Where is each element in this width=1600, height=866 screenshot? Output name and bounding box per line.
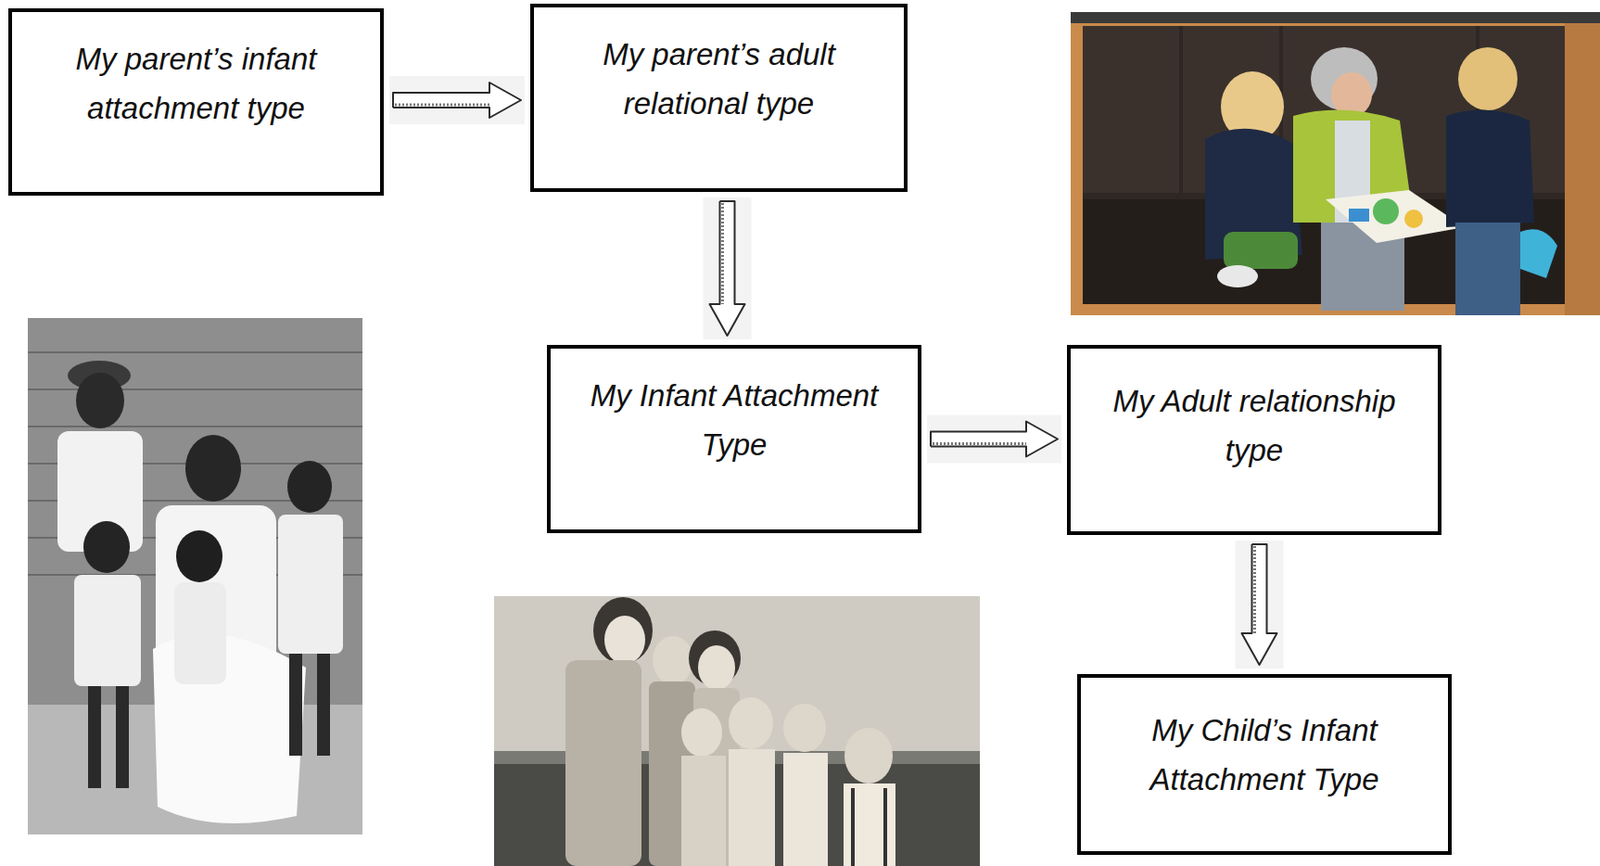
box-label: My parent’s infant attachment type	[12, 34, 381, 134]
photo-shape	[1564, 23, 1600, 316]
photo-shape	[681, 708, 723, 757]
arrow-backdrop	[703, 197, 752, 340]
photo-shape	[1455, 222, 1521, 316]
photo-shape	[76, 372, 125, 429]
photo-shape	[883, 787, 888, 866]
block-arrow	[393, 82, 521, 118]
photo-shape	[289, 653, 303, 756]
photo-shape	[1446, 110, 1535, 228]
process-box: My Adult relationship type	[1066, 344, 1442, 535]
photo-shape	[278, 514, 343, 654]
photo-shape	[1082, 25, 1180, 193]
box-label: My parent’s adult relational type	[533, 29, 904, 129]
photo-shape	[74, 574, 141, 686]
edge-group	[926, 415, 1062, 464]
box-label: My Child’s Infant Attachment Type	[1080, 705, 1448, 805]
photo-shape	[1372, 198, 1399, 225]
arrow-shading	[394, 103, 490, 107]
arrow-shading	[1253, 546, 1257, 634]
photo-shape	[27, 317, 363, 835]
photo-shape	[317, 653, 331, 756]
children-photo-bottom	[494, 596, 980, 866]
process-box: My parent’s infant attachment type	[8, 8, 384, 196]
photo-shape	[287, 460, 332, 513]
photo-shape	[1325, 190, 1465, 243]
photo-shape	[728, 749, 775, 866]
arrow-backdrop	[389, 76, 525, 125]
photo-shape	[1070, 12, 1600, 316]
photo-shape	[1458, 47, 1518, 111]
arrow-shading	[721, 203, 724, 305]
photo-shape	[185, 434, 242, 502]
photo-shape	[565, 660, 642, 866]
family-photo-left	[27, 317, 363, 835]
box-label: My Infant Attachment Type	[550, 370, 918, 470]
photo-shape	[1070, 12, 1600, 24]
photo-shape	[593, 596, 653, 664]
arrow-backdrop	[926, 415, 1062, 464]
photo-shape	[27, 425, 363, 428]
photo-shape	[115, 685, 129, 788]
photo-shape	[728, 697, 774, 750]
reading-photo	[1070, 12, 1600, 316]
process-box: My Infant Attachment Type	[546, 344, 922, 534]
arrow-shading	[932, 442, 1027, 445]
photo-shape	[844, 727, 893, 784]
block-arrow	[1242, 544, 1278, 665]
block-arrow	[710, 201, 746, 336]
photo-shape	[1348, 208, 1370, 222]
photo-shape	[176, 530, 223, 583]
photo-shape	[1520, 228, 1558, 279]
photo-shape	[698, 645, 736, 690]
block-arrow	[930, 421, 1058, 458]
photo-shape	[494, 596, 980, 866]
photo-shape	[1223, 231, 1298, 269]
photo-shape	[88, 685, 102, 788]
photo-shape	[850, 787, 855, 866]
photo-shape	[174, 582, 227, 685]
photo-shape	[604, 615, 646, 664]
photo-shape	[83, 520, 130, 573]
edge-group	[1235, 540, 1284, 669]
photo-shape	[27, 351, 363, 354]
arrow-backdrop	[1235, 540, 1284, 669]
photo-shape	[1404, 209, 1423, 229]
photo-shape	[783, 752, 828, 866]
edge-group	[389, 76, 525, 125]
photo-shape	[783, 703, 826, 752]
process-box: My Child’s Infant Attachment Type	[1077, 673, 1452, 855]
photo-shape	[681, 755, 726, 866]
photo-shape	[843, 783, 896, 866]
photo-shape	[652, 635, 694, 685]
box-label: My Adult relationship type	[1070, 376, 1438, 476]
process-box: My parent’s adult relational type	[530, 3, 908, 192]
edge-group	[703, 197, 752, 340]
photo-shape	[1217, 265, 1258, 288]
